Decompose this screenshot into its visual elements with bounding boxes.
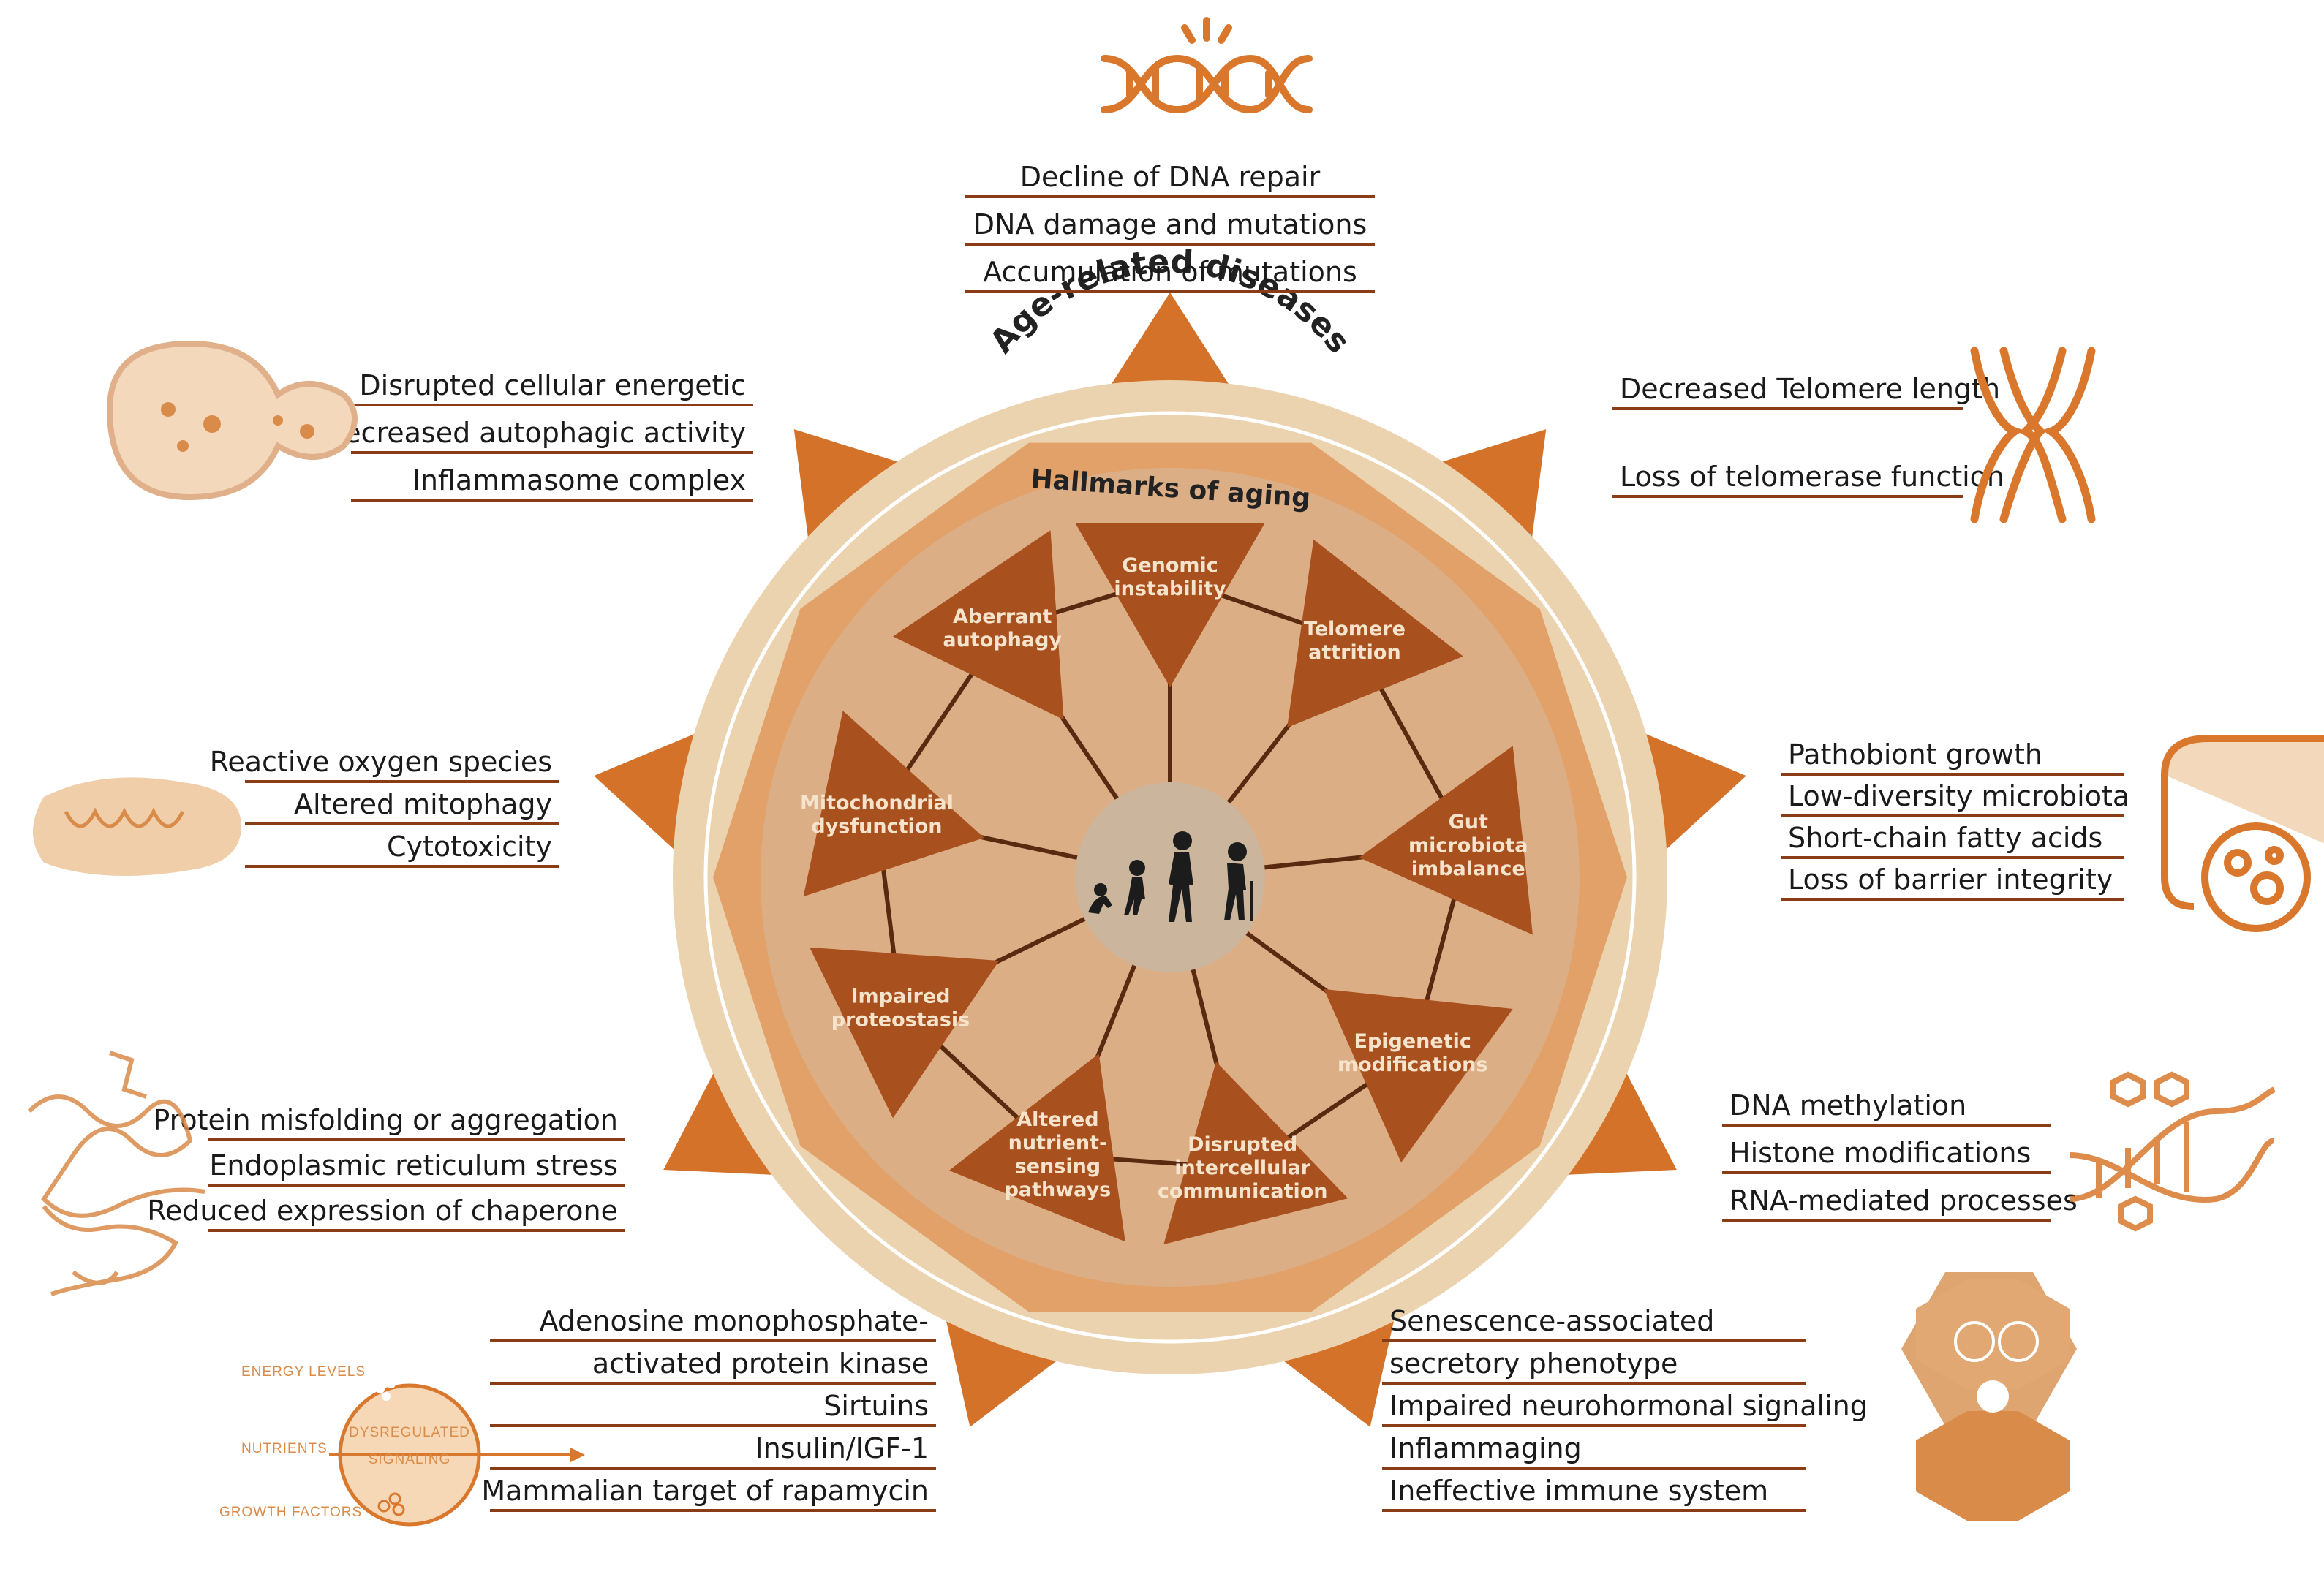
hallmark-epigenetic-label: modifications (1338, 1054, 1488, 1076)
detail-nutrient-item: Sirtuins (823, 1390, 929, 1422)
signaling-center-line-2: SIGNALING (369, 1452, 450, 1467)
detail-epigenetic-item: RNA-mediated processes (1729, 1184, 2078, 1217)
protein-structure-icon (27, 1051, 205, 1296)
detail-autophagy-item: Disrupted cellular energetic (359, 369, 746, 401)
detail-proteostasis-item: Protein misfolding or aggregation (153, 1104, 618, 1136)
detail-mitochondrial-item: Cytotoxicity (387, 831, 552, 863)
detail-proteostasis-item: Endoplasmic reticulum stress (209, 1149, 618, 1181)
ring-divider (703, 411, 1637, 1344)
hallmark-nutrient-label: sensing (1015, 1155, 1101, 1178)
hallmark-autophagy-label: Aberrant (953, 605, 1052, 628)
detail-nutrient-item: Insulin/IGF-1 (755, 1432, 929, 1464)
hallmark-proteostasis-label: proteostasis (831, 1009, 970, 1032)
hallmark-mitochondrial-triangle (803, 711, 984, 897)
hallmark-gut-label: imbalance (1411, 858, 1525, 880)
hallmark-genomic-label: instability (1114, 578, 1226, 600)
hallmark-telomere-triangle (1287, 539, 1463, 728)
detail-autophagy-item: Inflammasome complex (412, 464, 746, 496)
hallmark-epigenetic-label: Epigenetic (1354, 1030, 1471, 1053)
detail-genomic-item: DNA damage and mutations (973, 208, 1367, 241)
hallmark-gut-triangle (1359, 746, 1533, 935)
hallmark-nutrient-label: pathways (1005, 1179, 1112, 1201)
hallmark-intercellular-label: Disrupted (1188, 1133, 1297, 1156)
hallmark-nutrient-label: Altered (1016, 1108, 1098, 1131)
detail-nutrient-item: Mammalian target of rapamycin (481, 1475, 929, 1507)
mitochondrion-icon (33, 777, 241, 876)
chromosome-icon (1970, 347, 2096, 523)
signaling-input-nutrients: NUTRIENTS (241, 1441, 328, 1456)
detail-genomic-item: Decline of DNA repair (1020, 161, 1321, 193)
signaling-icon: DYSREGULATED SIGNALING ENERGY LEVELS NUT… (219, 1364, 585, 1527)
autophagy-cell-icon (106, 340, 358, 501)
hallmark-proteostasis-triangle (810, 947, 1000, 1119)
hallmark-genomic-triangle (1075, 523, 1265, 687)
detail-intercellular-item: Ineffective immune system (1389, 1475, 1768, 1507)
hallmark-telomere-label: Telomere (1304, 618, 1406, 640)
cell-junction-icon (1901, 1272, 2077, 1521)
detail-intercellular-item: Impaired neurohormonal signaling (1389, 1390, 1868, 1422)
hallmark-telomere-label: attrition (1308, 641, 1401, 664)
detail-mitochondrial-item: Reactive oxygen species (210, 746, 552, 778)
hallmark-gut-label: Gut (1449, 811, 1488, 833)
signaling-input-energy: ENERGY LEVELS (241, 1364, 366, 1380)
dna-helix-icon (2069, 1071, 2276, 1232)
detail-proteostasis-item: Reduced expression of chaperone (147, 1195, 618, 1227)
hallmark-mitochondrial-label: dysfunction (811, 815, 942, 838)
hallmark-intercellular-triangle (1163, 1062, 1348, 1245)
detail-intercellular-item: secretory phenotype (1389, 1347, 1678, 1380)
detail-autophagy-item: Decreased autophagic activity (322, 417, 746, 449)
human-evolution-icon (1088, 831, 1253, 922)
hallmark-triangles: GenomicinstabilityTelomereattritionGutmi… (800, 523, 1533, 1245)
detail-epigenetic-item: Histone modifications (1729, 1137, 2031, 1169)
detail-intercellular-item: Senescence-associated (1389, 1305, 1714, 1337)
dna-icon (1101, 17, 1313, 114)
detail-gut-item: Loss of barrier integrity (1788, 863, 2113, 896)
hallmark-autophagy-label: autophagy (943, 629, 1062, 651)
signaling-center-line-1: DYSREGULATED (349, 1425, 470, 1440)
hallmark-intercellular-label: intercellular (1174, 1157, 1311, 1179)
detail-mitochondrial-item: Altered mitophagy (294, 788, 552, 820)
detail-genomic-item: Accumulation of mutations (983, 256, 1357, 288)
hallmark-genomic-label: Genomic (1122, 554, 1218, 577)
hallmark-proteostasis-label: Impaired (851, 986, 951, 1008)
detail-gut-item: Low-diversity microbiota (1788, 780, 2129, 812)
detail-telomere-item: Loss of telomerase function (1620, 461, 2004, 493)
signaling-input-growth: GROWTH FACTORS (219, 1505, 362, 1520)
intestine-icon (2161, 735, 2324, 932)
hallmark-nutrient-triangle (948, 1054, 1125, 1242)
hallmark-autophagy-triangle (893, 530, 1064, 720)
detail-epigenetic-item: DNA methylation (1729, 1089, 1966, 1122)
detail-gut-item: Pathobiont growth (1788, 738, 2042, 771)
hallmark-intercellular-label: communication (1158, 1180, 1328, 1203)
hallmark-mitochondrial-label: Mitochondrial (800, 792, 954, 814)
detail-nutrient-item: activated protein kinase (592, 1347, 929, 1380)
hallmark-gut-label: microbiota (1408, 834, 1528, 857)
detail-nutrient-item: Adenosine monophosphate- (540, 1305, 929, 1337)
hallmark-epigenetic-triangle (1324, 988, 1513, 1163)
detail-gut-item: Short-chain fatty acids (1788, 822, 2102, 854)
hallmark-nutrient-label: nutrient- (1008, 1132, 1108, 1154)
detail-intercellular-item: Inflammaging (1389, 1432, 1582, 1464)
detail-telomere-item: Decreased Telomere length (1620, 373, 2000, 405)
